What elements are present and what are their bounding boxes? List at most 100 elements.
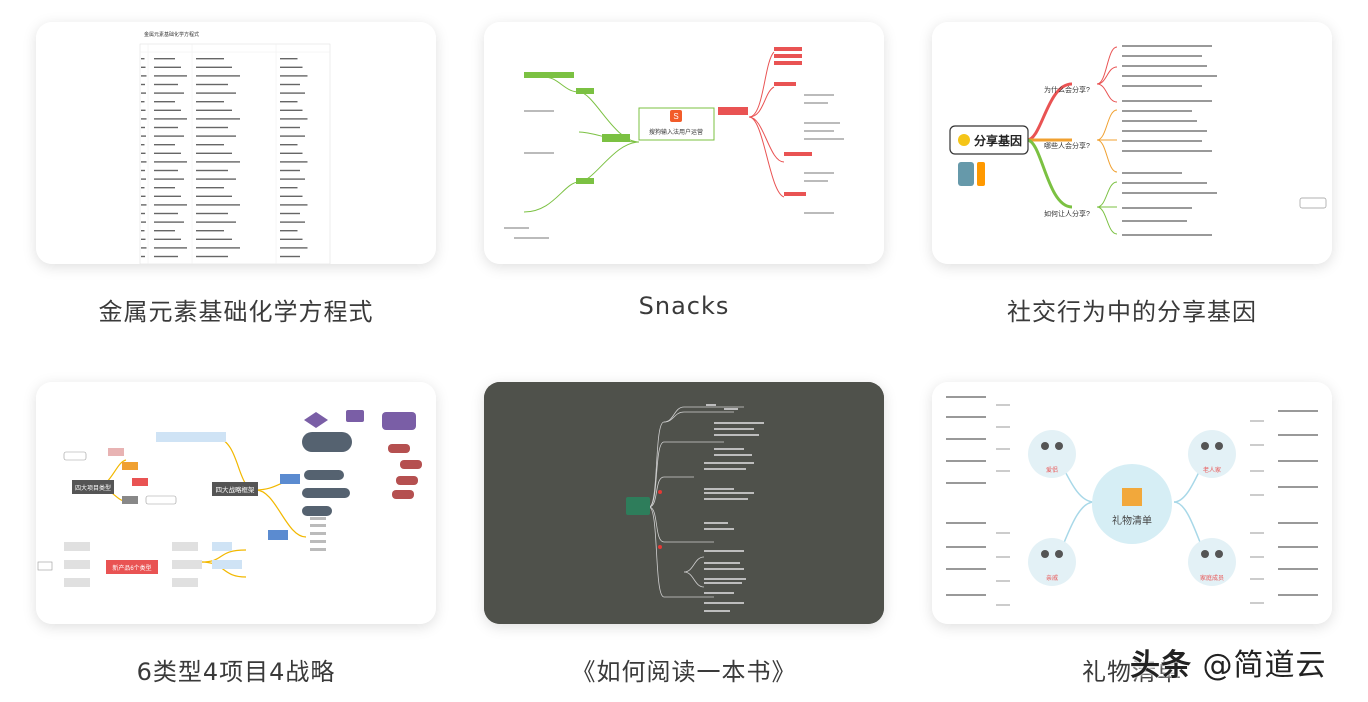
table-row-line	[154, 118, 187, 120]
mindmap-card-chemistry[interactable]: 金属元素基础化学方程式	[36, 22, 436, 264]
table-row-line	[154, 126, 178, 129]
table-row-line	[196, 135, 236, 137]
table-row-line	[141, 66, 146, 68]
table-row-line	[141, 230, 145, 232]
table-row-line	[154, 255, 178, 258]
branch-elders: 老人家	[1203, 466, 1221, 474]
table-row-line	[280, 195, 303, 197]
gift-list-thumbnail: 礼物清单 爱侣 老人家 亲戚 家庭成员	[932, 382, 1332, 624]
table-row-line	[196, 161, 240, 163]
bottom-root-label: 新产品6个类型	[112, 564, 151, 572]
table-row-line	[154, 247, 187, 249]
table-row-line	[154, 161, 187, 163]
table-row-line	[280, 212, 300, 215]
table-row-line	[196, 75, 240, 77]
table-row-line	[280, 178, 305, 180]
table-row-line	[196, 187, 224, 189]
table-row-line	[141, 75, 147, 77]
table-row-line	[280, 221, 305, 223]
table-row-line	[141, 187, 145, 189]
table-row-line	[141, 83, 145, 86]
table-row-line	[154, 135, 184, 137]
table-row-line	[280, 101, 298, 103]
table-row-line	[280, 144, 298, 146]
table-row-line	[280, 204, 308, 206]
table-row-line	[154, 109, 181, 111]
table-row-line	[196, 83, 228, 86]
table-row-line	[196, 212, 228, 215]
how-to-read-thumbnail	[484, 382, 884, 624]
table-row-line	[141, 161, 147, 163]
thumbnail-title: 分享基因	[974, 133, 1022, 148]
card-title[interactable]: 6类型4项目4战略	[136, 658, 336, 686]
table-row-line	[280, 161, 308, 163]
mindmap-card-strategy[interactable]: 四大战略框架 四大项目类型 新产品6个类型	[36, 382, 436, 624]
mindmap-card-gift-list[interactable]: 礼物清单 爱侣 老人家 亲戚 家庭成员	[932, 382, 1332, 624]
branch-relatives: 亲戚	[1046, 574, 1058, 582]
table-row-line	[280, 66, 303, 68]
mindmap-card-sharing-gene[interactable]: 分享基因 为什么会分享? 哪些人会分享? 如何让人分享?	[932, 22, 1332, 264]
table-row-line	[196, 230, 224, 232]
thumbnail-title: 搜狗输入法用户运营	[649, 128, 703, 136]
table-row-line	[154, 230, 175, 232]
branch-who-shares: 哪些人会分享?	[1044, 141, 1090, 150]
table-row-line	[141, 195, 146, 197]
branch-why-share: 为什么会分享?	[1044, 85, 1090, 94]
table-row-line	[280, 109, 303, 111]
table-row-line	[141, 238, 146, 240]
card-title[interactable]: 《如何阅读一本书》	[571, 658, 797, 686]
table-row-line	[154, 75, 187, 77]
table-row-line	[280, 169, 300, 172]
table-row-line	[280, 75, 308, 77]
table-row-line	[196, 221, 236, 223]
table-row-line	[280, 152, 303, 154]
table-row-line	[196, 66, 232, 68]
table-row-line	[196, 109, 232, 111]
table-row-line	[196, 178, 236, 180]
table-row-line	[280, 126, 300, 129]
table-row-line	[154, 204, 187, 206]
table-row-line	[280, 118, 308, 120]
table-row-line	[280, 255, 300, 258]
branch-how-share: 如何让人分享?	[1044, 209, 1090, 218]
watermark-handle: @简道云	[1202, 648, 1327, 683]
table-row-line	[154, 101, 175, 103]
svg-text:S: S	[673, 112, 678, 121]
table-row-line	[141, 204, 147, 206]
table-row-line	[196, 204, 240, 206]
table-row-line	[196, 169, 228, 172]
table-row-line	[280, 83, 300, 86]
table-row-line	[141, 144, 145, 146]
mindmap-card-snacks[interactable]: S 搜狗输入法用户运营	[484, 22, 884, 264]
card-title[interactable]: Snacks	[638, 292, 730, 320]
card-title[interactable]: 金属元素基础化学方程式	[98, 298, 374, 326]
card-title[interactable]: 社交行为中的分享基因	[1007, 298, 1257, 326]
table-row-line	[141, 212, 145, 215]
table-row-line	[154, 58, 175, 60]
table-row-line	[196, 152, 232, 154]
table-row-line	[154, 187, 175, 189]
table-row-line	[280, 92, 305, 94]
table-row-line	[141, 109, 146, 111]
table-row-line	[154, 92, 184, 94]
branch-lovers: 爱侣	[1046, 466, 1058, 474]
table-row-line	[196, 118, 240, 120]
table-row-line	[141, 101, 145, 103]
table-row-line	[154, 66, 181, 68]
table-row-line	[154, 212, 178, 215]
table-row-line	[141, 118, 147, 120]
table-row-line	[196, 247, 240, 249]
card-title[interactable]: 礼物清单	[1082, 658, 1182, 686]
table-row-line	[280, 230, 298, 232]
thumbnail-title: 礼物清单	[1112, 514, 1152, 527]
table-row-line	[154, 169, 178, 172]
mindmap-card-how-to-read[interactable]	[484, 382, 884, 624]
table-row-line	[196, 126, 228, 129]
table-row-line	[280, 247, 308, 249]
table-row-line	[141, 178, 146, 180]
thumbnail-title: 四大战略框架	[216, 485, 256, 494]
table-row-line	[154, 178, 184, 180]
table-row-line	[196, 195, 232, 197]
sharing-gene-thumbnail: 分享基因 为什么会分享? 哪些人会分享? 如何让人分享?	[932, 22, 1332, 264]
table-row-line	[196, 92, 236, 94]
